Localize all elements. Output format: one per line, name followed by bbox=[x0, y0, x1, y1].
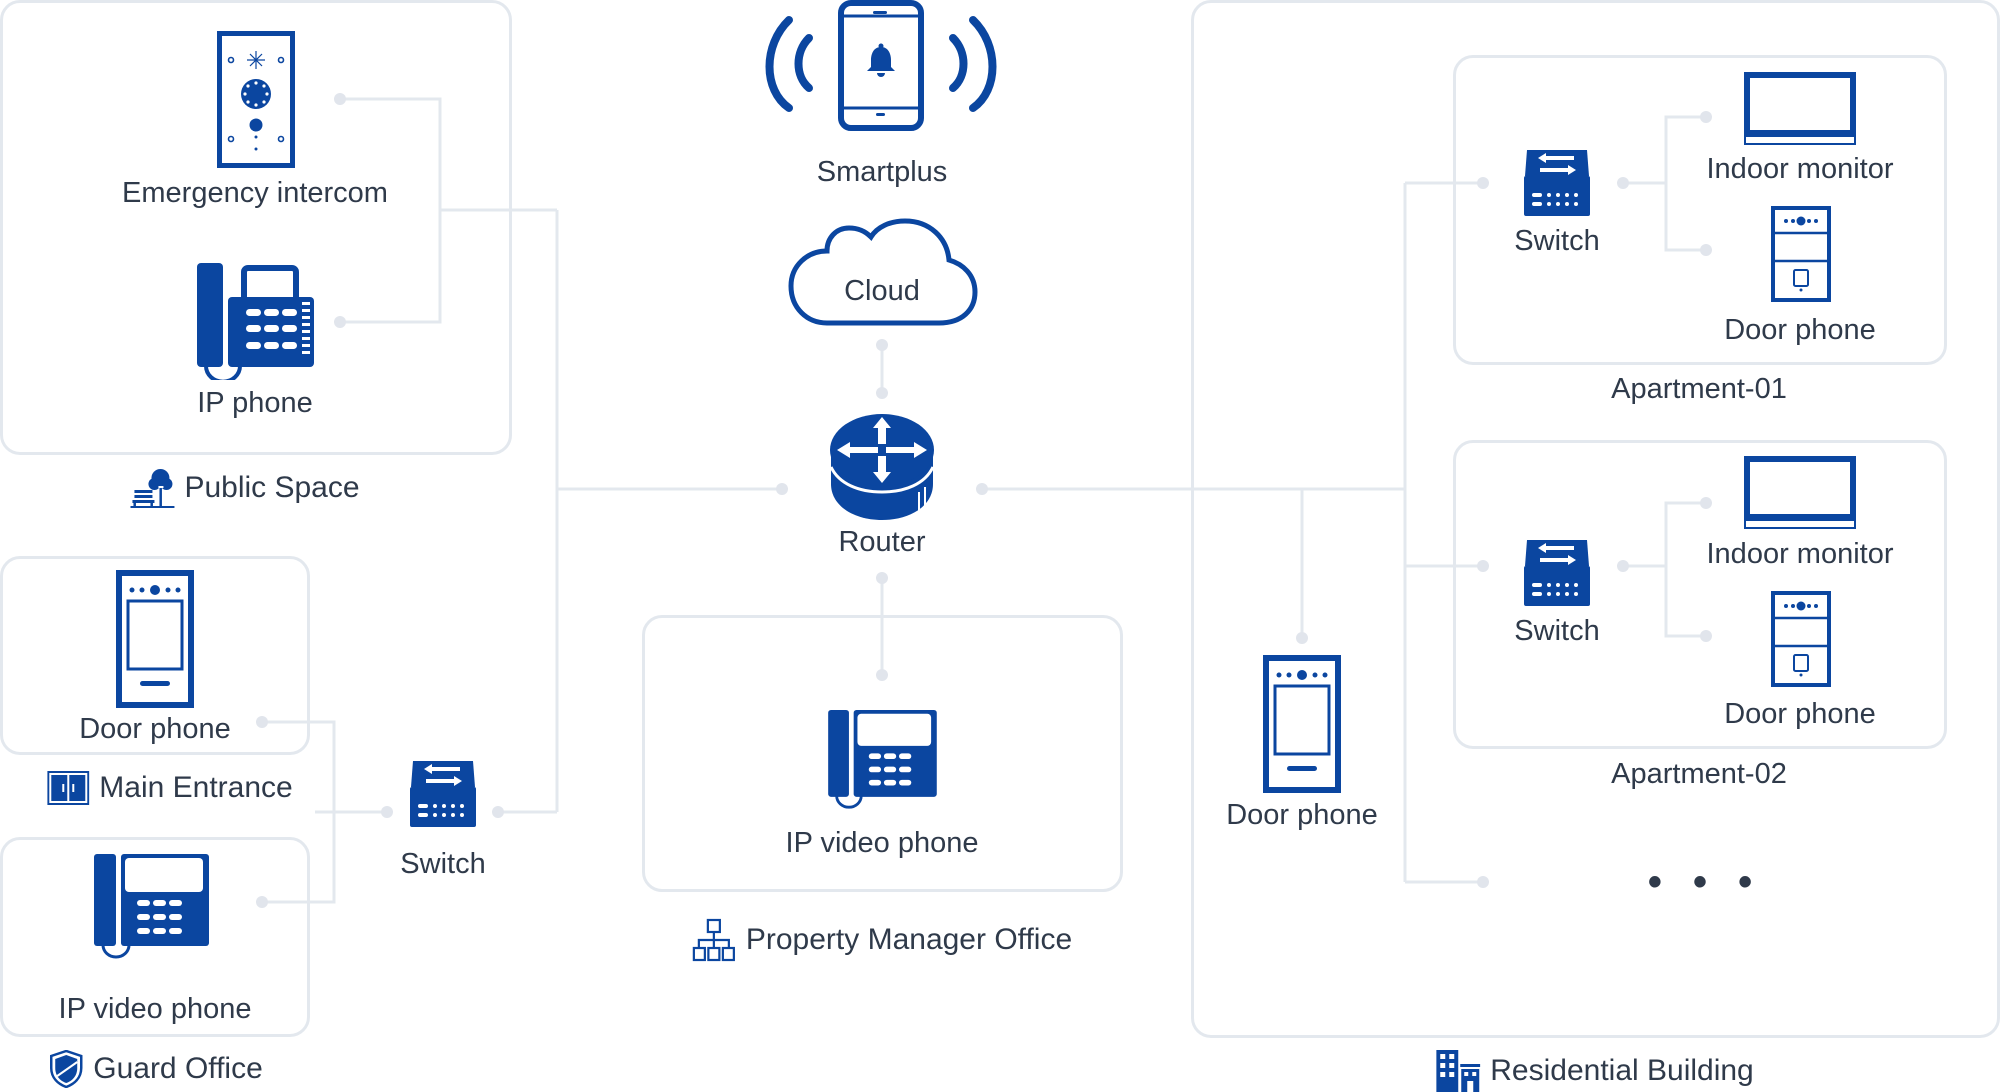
switch-icon[interactable] bbox=[1522, 539, 1592, 607]
cloud-icon[interactable] bbox=[787, 218, 979, 330]
indoor-monitor-icon[interactable] bbox=[1744, 72, 1856, 146]
buildings-icon bbox=[1436, 1050, 1481, 1092]
park-bench-tree-icon bbox=[130, 469, 175, 508]
apartment-02-label: Apartment-02 bbox=[1611, 758, 1787, 790]
emergency-intercom-label: Emergency intercom bbox=[122, 177, 388, 209]
smartplus-label: Smartplus bbox=[816, 156, 948, 188]
building-door-phone-label: Door phone bbox=[1226, 799, 1378, 831]
main-entrance-zone bbox=[0, 556, 310, 755]
apt02-door-phone-label: Door phone bbox=[1724, 698, 1876, 730]
more-apartments-ellipsis: • • • bbox=[1647, 860, 1763, 904]
apt02-switch-label: Switch bbox=[1514, 615, 1600, 647]
ip-phone-icon[interactable] bbox=[196, 262, 314, 380]
public-space-label: Public Space bbox=[184, 471, 360, 504]
ip-phone-label: IP phone bbox=[197, 387, 313, 419]
left-switch-label: Switch bbox=[400, 848, 486, 880]
cloud-label: Cloud bbox=[844, 275, 920, 307]
smartplus-phone-icon[interactable] bbox=[763, 0, 999, 136]
org-chart-icon bbox=[692, 918, 735, 962]
apt01-door-phone-label: Door phone bbox=[1724, 314, 1876, 346]
router-icon[interactable] bbox=[829, 412, 935, 522]
pmo-ip-video-phone-label: IP video phone bbox=[785, 827, 979, 859]
public-space-zone bbox=[0, 0, 512, 455]
residential-building-zone bbox=[1191, 0, 2000, 1038]
apartment-02-zone bbox=[1453, 440, 1947, 749]
indoor-monitor-icon[interactable] bbox=[1744, 456, 1856, 530]
apt01-indoor-monitor-label: Indoor monitor bbox=[1706, 153, 1894, 185]
residential-building-caption: Residential Building bbox=[1436, 1050, 1754, 1092]
door-phone-icon[interactable] bbox=[116, 570, 194, 708]
residential-building-label: Residential Building bbox=[1490, 1054, 1754, 1087]
apartment-01-label: Apartment-01 bbox=[1611, 373, 1787, 405]
apartment-01-zone bbox=[1453, 55, 1947, 365]
guard-ip-video-phone-label: IP video phone bbox=[58, 993, 252, 1025]
ip-video-phone-icon[interactable] bbox=[93, 853, 209, 961]
emergency-intercom-icon[interactable] bbox=[217, 31, 295, 168]
public-space-caption: Public Space bbox=[130, 468, 360, 508]
door-phone-icon[interactable] bbox=[1263, 655, 1341, 793]
main-entrance-caption: Main Entrance bbox=[47, 770, 293, 806]
guard-office-caption: Guard Office bbox=[49, 1050, 263, 1088]
main-entrance-label: Main Entrance bbox=[99, 771, 293, 804]
double-door-icon bbox=[47, 771, 90, 805]
switch-icon[interactable] bbox=[408, 761, 478, 827]
ip-video-phone-icon[interactable] bbox=[827, 709, 937, 811]
shield-icon bbox=[49, 1050, 83, 1088]
apartment-door-phone-icon[interactable] bbox=[1771, 206, 1831, 302]
guard-office-zone bbox=[0, 837, 310, 1037]
switch-icon[interactable] bbox=[1522, 149, 1592, 217]
guard-office-label: Guard Office bbox=[93, 1052, 263, 1085]
apt02-indoor-monitor-label: Indoor monitor bbox=[1706, 538, 1894, 570]
property-manager-office-caption: Property Manager Office bbox=[692, 918, 1072, 962]
property-manager-office-label: Property Manager Office bbox=[745, 923, 1073, 956]
apartment-door-phone-icon[interactable] bbox=[1771, 591, 1831, 687]
apt01-switch-label: Switch bbox=[1514, 225, 1600, 257]
router-label: Router bbox=[838, 526, 926, 558]
main-entrance-door-phone-label: Door phone bbox=[79, 713, 231, 745]
